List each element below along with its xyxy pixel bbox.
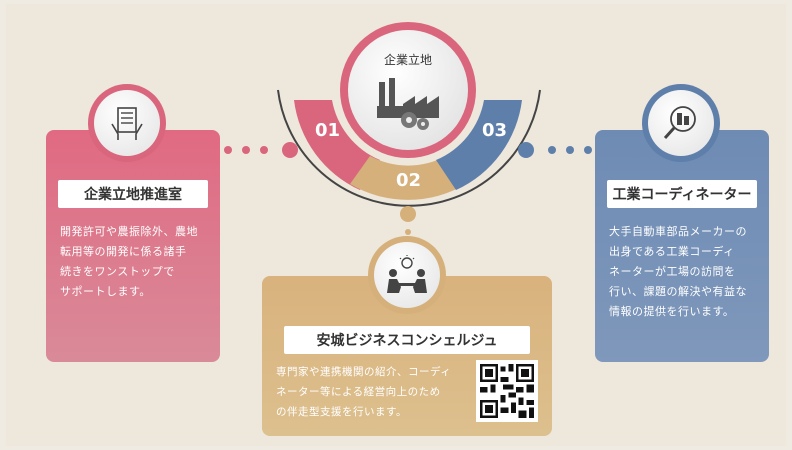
qr-code-icon[interactable] — [476, 360, 538, 422]
right-card-line: 出身である工業コーディ — [609, 245, 735, 258]
segment-02 — [350, 156, 466, 200]
bottom-icon-inner — [374, 242, 440, 308]
left-card: 企業立地推進室 開発許可や農振除外、農地 転用等の開発に係る諸手 続きをワンスト… — [46, 130, 220, 362]
qr-code-pattern — [480, 364, 534, 418]
right-card-line: 行い、課題の解決や有益な — [609, 285, 747, 298]
connector-dot — [548, 146, 556, 154]
hub-label: 企業立地 — [383, 52, 432, 67]
bottom-card-line: の伴走型支援を行います。 — [276, 406, 407, 418]
hub-circle: 企業立地 — [340, 22, 476, 158]
right-icon-ring — [642, 84, 720, 162]
hub-inner: 企業立地 — [348, 30, 468, 150]
bottom-icon-ring — [368, 236, 446, 314]
right-card-line: 大手自動車部品メーカーの — [609, 225, 747, 238]
bottom-card-line: 専門家や連携機関の紹介、コーディ — [276, 366, 452, 378]
left-icon-inner — [94, 90, 160, 156]
connector-dot — [242, 146, 250, 154]
right-card-text: 大手自動車部品メーカーの 出身である工業コーディ ネーターが工場の訪問を 行い、… — [609, 222, 759, 322]
left-card-line: 転用等の開発に係る諸手 — [60, 245, 187, 258]
factory-gear-icon — [377, 77, 439, 130]
outer-arc — [277, 89, 541, 207]
segment-01 — [294, 100, 380, 190]
connector-dot — [405, 229, 411, 235]
left-card-text: 開発許可や農振除外、農地 転用等の開発に係る諸手 続きをワンストップで サポート… — [60, 222, 210, 302]
right-card-line: 情報の提供を行います。 — [609, 305, 735, 318]
right-card-line: ネーターが工場の訪問を — [609, 265, 736, 278]
bottom-card-text: 専門家や連携機関の紹介、コーディ ネーター等による経営向上のため の伴走型支援を… — [276, 362, 476, 422]
consultation-people-icon — [387, 255, 427, 293]
right-card: 工業コーディネーター 大手自動車部品メーカーの 出身である工業コーディ ネーター… — [595, 130, 769, 362]
left-card-line: 開発許可や農振除外、農地 — [60, 225, 198, 238]
left-card-line: サポートします。 — [60, 285, 151, 298]
segment-03 — [436, 100, 522, 190]
connector-node — [518, 142, 534, 158]
connector-node — [282, 142, 298, 158]
connector-dot — [224, 146, 232, 154]
document-hands-icon — [111, 107, 143, 140]
left-icon-ring — [88, 84, 166, 162]
segment-02-number: 02 — [396, 170, 422, 191]
left-card-title: 企業立地推進室 — [58, 180, 208, 208]
right-icon-inner — [648, 90, 714, 156]
segment-01-number: 01 — [315, 120, 341, 141]
bottom-card: 安城ビジネスコンシェルジュ 専門家や連携機関の紹介、コーディ ネーター等による経… — [262, 276, 552, 436]
bottom-card-line: ネーター等による経営向上のため — [276, 386, 441, 398]
magnifier-building-icon — [663, 106, 696, 140]
connector-dot — [566, 146, 574, 154]
connector-dot — [584, 146, 592, 154]
segment-03-number: 03 — [482, 120, 508, 141]
connector-node — [400, 206, 416, 222]
right-card-title: 工業コーディネーター — [607, 180, 757, 208]
left-card-line: 続きをワンストップで — [60, 265, 175, 278]
connector-dot — [260, 146, 268, 154]
bottom-card-title: 安城ビジネスコンシェルジュ — [284, 326, 530, 354]
